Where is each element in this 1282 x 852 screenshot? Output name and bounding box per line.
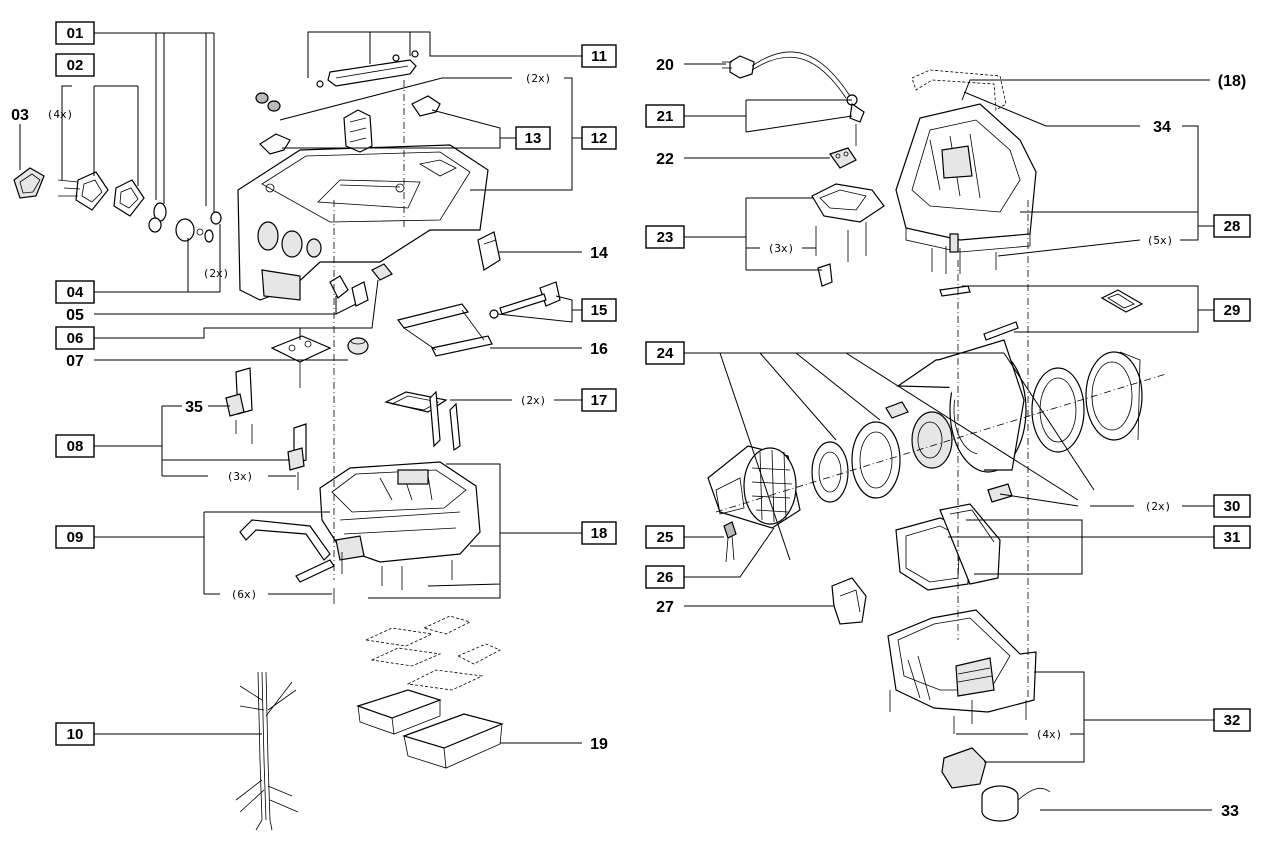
label-07: 07: [66, 353, 84, 370]
qty-08: (3x): [227, 470, 254, 483]
part-strain-relief: [846, 94, 865, 146]
label-05: 05: [66, 307, 84, 324]
part-motor-housing: [811, 339, 1143, 503]
part-frame-rails: [396, 303, 493, 357]
label-27: 27: [656, 599, 674, 616]
part-connector-block: [829, 147, 857, 169]
label-29: 29: [1224, 302, 1241, 319]
part-hose-clip: [831, 577, 867, 625]
part-cover-halves: [895, 503, 1001, 591]
part-lower-chassis: [319, 461, 481, 590]
label-32: 32: [1224, 712, 1241, 729]
part-motor-bracket: [811, 183, 885, 287]
qty-02: (4x): [47, 108, 74, 121]
part-upper-housing: [237, 144, 489, 301]
label-22: 22: [656, 151, 674, 168]
label-04: 04: [67, 284, 84, 301]
qty-04: (2x): [203, 267, 230, 280]
part-top-handle: [316, 50, 419, 88]
part-level-sensor: [981, 785, 1051, 822]
label-12: 12: [591, 130, 608, 147]
part-carbon-brush: [723, 521, 737, 563]
part-side-cap: [477, 231, 501, 271]
qty-32: (4x): [1036, 728, 1063, 741]
part-rubber-feet: [255, 92, 281, 112]
label-34: 34: [1153, 119, 1171, 136]
label-02: 02: [67, 57, 84, 74]
part-power-cord: [722, 51, 851, 99]
label-10: 10: [67, 726, 84, 743]
qty-09: (6x): [231, 588, 258, 601]
part-wiring-harness: [235, 671, 299, 831]
label-26: 26: [657, 569, 674, 586]
label-03: 03: [11, 107, 29, 124]
part-mounting-plate: [270, 335, 332, 388]
qty-28: (5x): [1147, 234, 1174, 247]
part-filter-trays: [356, 615, 504, 769]
part-side-brackets: [225, 367, 307, 490]
label-20: 20: [656, 57, 674, 74]
part-handle-reference: [911, 69, 1007, 111]
qty-12: (2x): [525, 72, 552, 85]
part-knobs: [148, 202, 222, 243]
label-31: 31: [1224, 529, 1241, 546]
part-basket: [384, 390, 461, 452]
label-19: 19: [590, 736, 608, 753]
label-boxes: [55, 21, 1251, 746]
qty-23: (3x): [768, 242, 795, 255]
part-valve-key: [489, 281, 561, 319]
part-latches: [259, 95, 441, 155]
assembly-axes: [333, 80, 1167, 700]
label-06: 06: [67, 330, 84, 347]
part-wire-rod: [239, 519, 335, 604]
part-capacitor: [347, 337, 369, 355]
label-13: 13: [525, 130, 542, 147]
label-33: 33: [1221, 803, 1239, 820]
part-switch-cover: [13, 167, 45, 199]
label-09: 09: [67, 529, 84, 546]
label-23: 23: [657, 229, 674, 246]
label-18-reference: (18): [1218, 73, 1246, 90]
part-top-unit: [895, 103, 1037, 274]
label-11: 11: [591, 48, 607, 65]
leader-lines: [19, 31, 1214, 811]
label-01: 01: [67, 25, 84, 42]
label-35: 35: [185, 399, 203, 416]
label-25: 25: [657, 529, 674, 546]
label-15: 15: [591, 302, 608, 319]
part-gasket-clip: [939, 285, 1144, 341]
label-21: 21: [657, 108, 674, 125]
label-08: 08: [67, 438, 84, 455]
label-14: 14: [590, 245, 608, 262]
part-switch-blocks: [329, 263, 393, 307]
part-base-housing: [887, 609, 1037, 789]
label-30: 30: [1224, 498, 1241, 515]
label-17: 17: [591, 392, 608, 409]
label-24: 24: [657, 345, 674, 362]
label-18: 18: [591, 525, 608, 542]
qty-17: (2x): [520, 394, 547, 407]
part-fan-housing: [707, 445, 801, 529]
part-switch-modules: [57, 171, 145, 217]
label-16: 16: [590, 341, 608, 358]
label-28: 28: [1224, 218, 1241, 235]
qty-30: (2x): [1145, 500, 1172, 513]
